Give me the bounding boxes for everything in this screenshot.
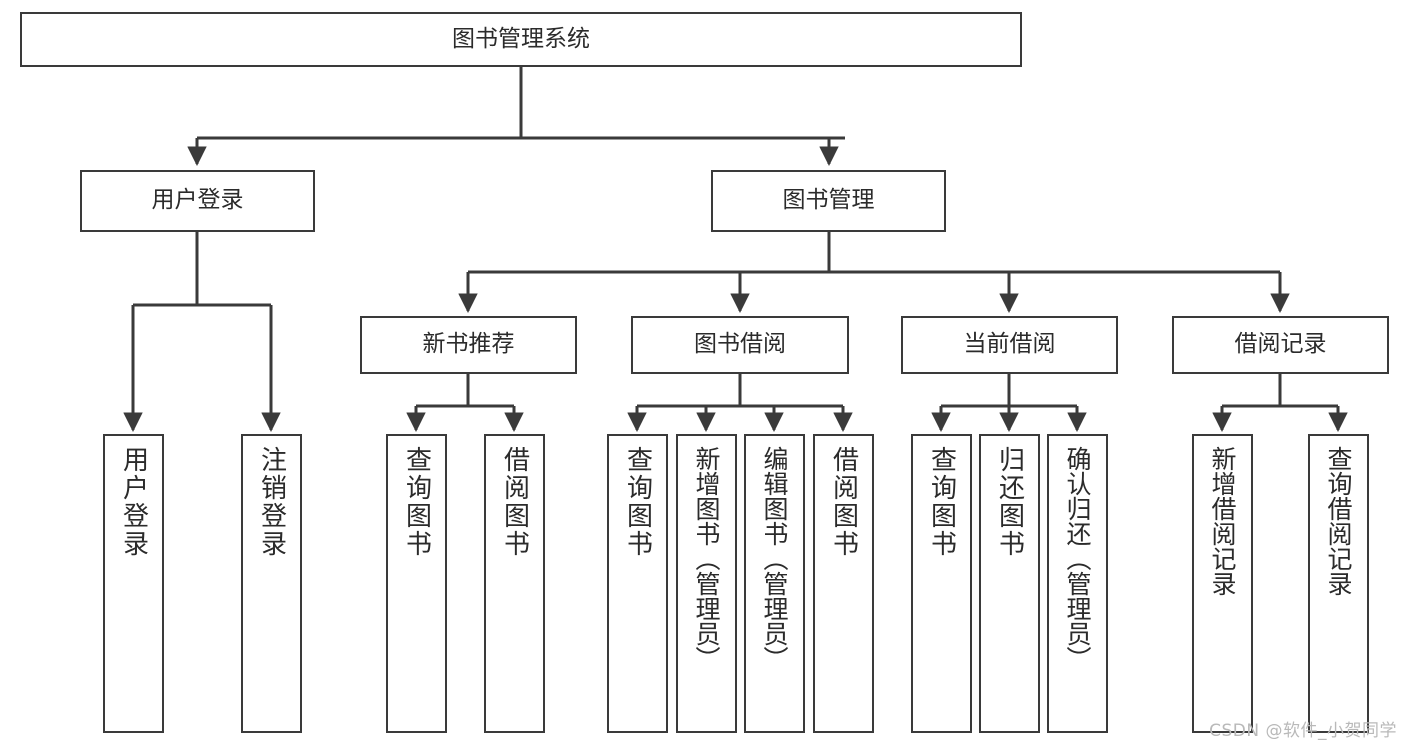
node-label: 借阅记录 (1234, 331, 1327, 358)
node-label: 图书管理系统 (452, 25, 590, 52)
node-label: 图书管理 (782, 187, 875, 214)
node-leaf-return-book[interactable]: 归还图书 (979, 434, 1040, 733)
node-label: 编辑图书（管理员） (760, 446, 789, 671)
node-leaf-add-book[interactable]: 新增图书（管理员） (676, 434, 737, 733)
node-label: 图书借阅 (694, 331, 786, 358)
node-new-book-recommend[interactable]: 新书推荐 (360, 316, 577, 374)
node-leaf-logout-login[interactable]: 注销登录 (241, 434, 302, 733)
node-label: 借阅图书 (828, 446, 859, 558)
node-label: 新书推荐 (422, 331, 515, 358)
node-label: 新增图书（管理员） (692, 446, 721, 671)
node-leaf-query-book-borrow[interactable]: 查询图书 (607, 434, 668, 733)
node-label: 注销登录 (256, 446, 287, 558)
node-label: 用户登录 (118, 446, 149, 558)
node-leaf-query-book-current[interactable]: 查询图书 (911, 434, 972, 733)
node-label: 查询图书 (926, 446, 957, 558)
node-leaf-query-borrow-record[interactable]: 查询借阅记录 (1308, 434, 1369, 733)
node-label: 归还图书 (994, 446, 1025, 558)
node-label: 确认归还（管理员） (1063, 446, 1092, 671)
node-current-borrow[interactable]: 当前借阅 (901, 316, 1118, 374)
node-leaf-confirm-return[interactable]: 确认归还（管理员） (1047, 434, 1108, 733)
node-root-book-management-system[interactable]: 图书管理系统 (20, 12, 1022, 67)
node-leaf-add-borrow-record[interactable]: 新增借阅记录 (1192, 434, 1253, 733)
csdn-watermark: CSDN @软件_小贺同学 (1209, 721, 1397, 741)
node-user-login[interactable]: 用户登录 (80, 170, 315, 232)
node-label: 用户登录 (151, 187, 244, 214)
node-borrow-record[interactable]: 借阅记录 (1172, 316, 1389, 374)
node-leaf-user-login[interactable]: 用户登录 (103, 434, 164, 733)
node-label: 借阅图书 (499, 446, 530, 558)
node-book-borrow[interactable]: 图书借阅 (631, 316, 849, 374)
node-label: 查询图书 (622, 446, 653, 558)
node-leaf-borrow-book-recommend[interactable]: 借阅图书 (484, 434, 545, 733)
node-leaf-edit-book[interactable]: 编辑图书（管理员） (744, 434, 805, 733)
node-book-manage[interactable]: 图书管理 (711, 170, 946, 232)
node-leaf-query-book-recommend[interactable]: 查询图书 (386, 434, 447, 733)
node-label: 当前借阅 (963, 331, 1056, 358)
node-leaf-borrow-book[interactable]: 借阅图书 (813, 434, 874, 733)
node-label: 查询图书 (401, 446, 432, 558)
node-label: 查询借阅记录 (1324, 446, 1353, 596)
node-label: 新增借阅记录 (1208, 446, 1237, 596)
